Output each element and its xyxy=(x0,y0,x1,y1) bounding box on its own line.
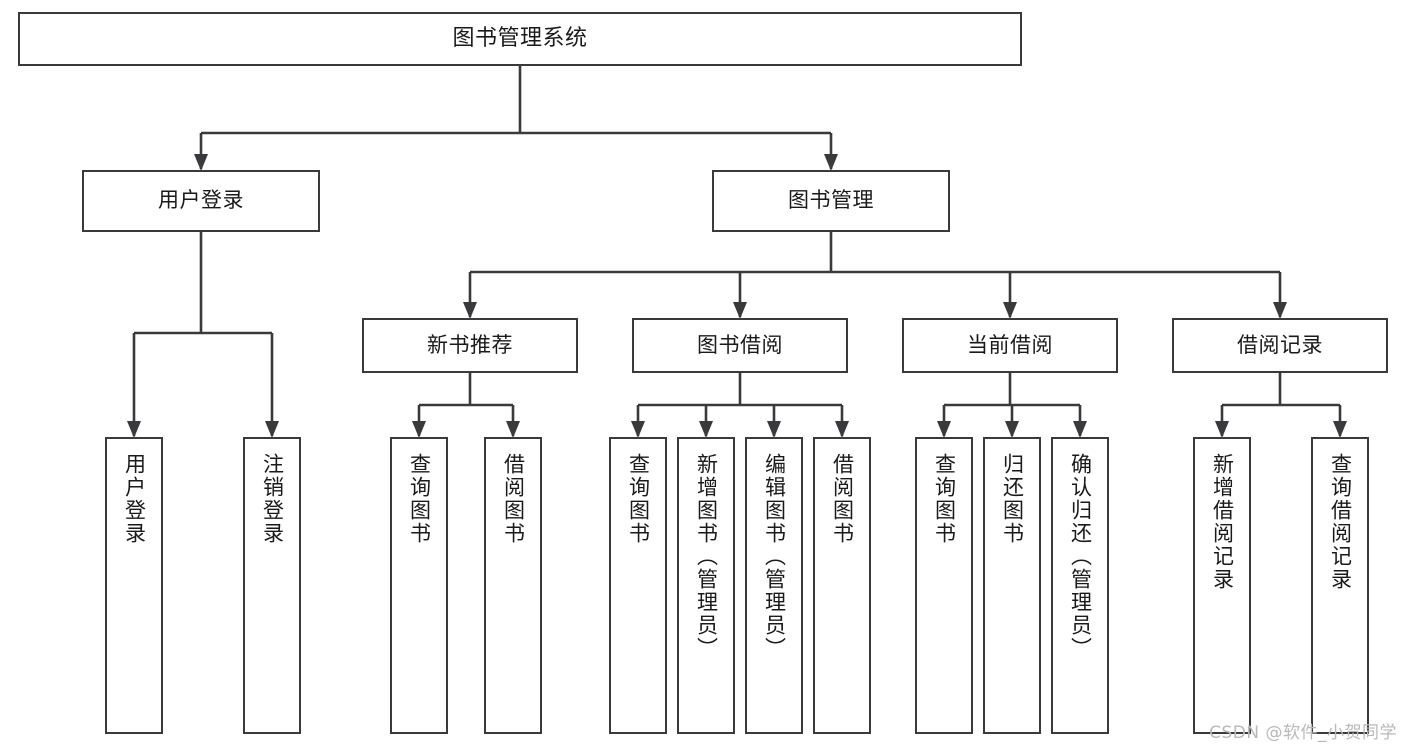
connector-arrowhead xyxy=(412,421,426,438)
node-label: 当前借阅 xyxy=(967,332,1053,357)
node-leaf-add-record[interactable]: 新增借阅记录 xyxy=(1193,437,1251,734)
node-label: 图书借阅 xyxy=(697,332,783,357)
node-book-borrow[interactable]: 图书借阅 xyxy=(632,318,848,373)
connector-arrowhead xyxy=(835,421,849,438)
node-new-book-rec[interactable]: 新书推荐 xyxy=(362,318,578,373)
connector-arrowhead xyxy=(767,421,781,438)
node-leaf-user-logout[interactable]: 注销登录 xyxy=(243,437,301,734)
node-label: 图书管理 xyxy=(788,188,874,213)
connector-arrowhead xyxy=(1003,302,1017,319)
node-label: 用户登录 xyxy=(158,188,244,213)
node-user-login[interactable]: 用户登录 xyxy=(82,170,320,232)
connector-arrowhead xyxy=(937,421,951,438)
node-label: 查询图书 xyxy=(626,453,651,545)
node-label: 借阅记录 xyxy=(1237,332,1323,357)
node-root[interactable]: 图书管理系统 xyxy=(18,12,1022,66)
node-label: 归还图书 xyxy=(1000,453,1025,545)
node-label: 借阅图书 xyxy=(501,453,526,545)
node-label: 新增借阅记录 xyxy=(1210,453,1235,591)
connector-arrowhead xyxy=(733,302,747,319)
node-leaf-user-login[interactable]: 用户登录 xyxy=(105,437,163,734)
connector-arrowhead xyxy=(631,421,645,438)
node-leaf-borrow-book-1[interactable]: 借阅图书 xyxy=(484,437,542,734)
connector-arrowhead xyxy=(1273,302,1287,319)
node-label: 新增图书（管理员） xyxy=(694,453,719,660)
node-leaf-add-book[interactable]: 新增图书（管理员） xyxy=(677,437,735,734)
connector-arrowhead xyxy=(463,302,477,319)
connector-arrowhead xyxy=(1005,421,1019,438)
node-leaf-confirm-return[interactable]: 确认归还（管理员） xyxy=(1051,437,1109,734)
node-leaf-query-book-2[interactable]: 查询图书 xyxy=(609,437,667,734)
connector-arrowhead xyxy=(506,421,520,438)
node-book-manage[interactable]: 图书管理 xyxy=(712,170,950,232)
node-leaf-edit-book[interactable]: 编辑图书（管理员） xyxy=(745,437,803,734)
connector-arrowhead xyxy=(1215,421,1229,438)
node-label: 图书管理系统 xyxy=(452,25,588,51)
node-leaf-return-book[interactable]: 归还图书 xyxy=(983,437,1041,734)
node-label: 注销登录 xyxy=(260,453,285,545)
node-label: 查询图书 xyxy=(932,453,957,545)
node-leaf-query-book-3[interactable]: 查询图书 xyxy=(915,437,973,734)
node-label: 借阅图书 xyxy=(830,453,855,545)
node-leaf-borrow-book-2[interactable]: 借阅图书 xyxy=(813,437,871,734)
node-label: 编辑图书（管理员） xyxy=(762,453,787,660)
node-label: 查询借阅记录 xyxy=(1328,453,1353,591)
watermark: CSDN @软件_小贺同学 xyxy=(1209,723,1397,743)
node-label: 查询图书 xyxy=(407,453,432,545)
connector-arrowhead xyxy=(1333,421,1347,438)
node-label: 用户登录 xyxy=(122,453,147,545)
connector-arrowhead xyxy=(194,154,208,171)
node-label: 确认归还（管理员） xyxy=(1068,453,1093,660)
connector-arrowhead xyxy=(824,154,838,171)
node-borrow-record[interactable]: 借阅记录 xyxy=(1172,318,1388,373)
connector-arrowhead xyxy=(1073,421,1087,438)
connector-arrowhead xyxy=(265,421,279,438)
node-leaf-query-record[interactable]: 查询借阅记录 xyxy=(1311,437,1369,734)
connector-arrowhead xyxy=(127,421,141,438)
node-current-borrow[interactable]: 当前借阅 xyxy=(902,318,1118,373)
node-label: 新书推荐 xyxy=(427,332,513,357)
connector-arrowhead xyxy=(699,421,713,438)
node-leaf-query-book-1[interactable]: 查询图书 xyxy=(390,437,448,734)
